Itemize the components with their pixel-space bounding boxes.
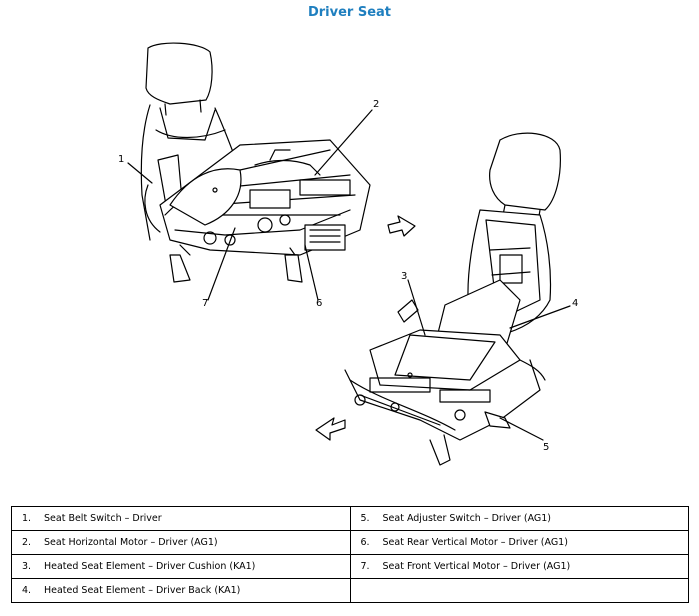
legend-row: 4.Heated Seat Element – Driver Back (KA1…: [11, 578, 689, 603]
legend-cell: 5.Seat Adjuster Switch – Driver (AG1): [349, 506, 689, 531]
callout-5: 5: [543, 442, 549, 453]
callout-3: 3: [401, 271, 407, 282]
legend-cell-empty: [349, 578, 689, 603]
page-title: Driver Seat: [307, 5, 392, 20]
legend-table: 1.Seat Belt Switch – Driver 5.Seat Adjus…: [11, 506, 689, 603]
arrow-right-icon: [387, 215, 416, 237]
seat-diagram: 1 2 3 4 5 6 7: [118, 42, 578, 466]
legend-row: 3.Heated Seat Element – Driver Cushion (…: [11, 554, 689, 579]
right-seat-assembly: [344, 132, 561, 466]
legend-cell: 4.Heated Seat Element – Driver Back (KA1…: [11, 578, 351, 603]
legend-cell: 6.Seat Rear Vertical Motor – Driver (AG1…: [349, 530, 689, 555]
legend-cell: 2.Seat Horizontal Motor – Driver (AG1): [11, 530, 351, 555]
callout-7: 7: [202, 298, 208, 309]
callout-4: 4: [572, 298, 578, 309]
legend-cell: 1.Seat Belt Switch – Driver: [11, 506, 351, 531]
left-seat-assembly: [140, 42, 371, 283]
legend-row: 2.Seat Horizontal Motor – Driver (AG1) 6…: [11, 530, 689, 555]
callout-2: 2: [373, 99, 379, 110]
legend-cell: 3.Heated Seat Element – Driver Cushion (…: [11, 554, 351, 579]
legend-cell: 7.Seat Front Vertical Motor – Driver (AG…: [349, 554, 689, 579]
callout-1: 1: [118, 154, 124, 165]
arrow-left-icon: [315, 417, 346, 441]
callout-6: 6: [316, 298, 322, 309]
legend-row: 1.Seat Belt Switch – Driver 5.Seat Adjus…: [11, 506, 689, 531]
